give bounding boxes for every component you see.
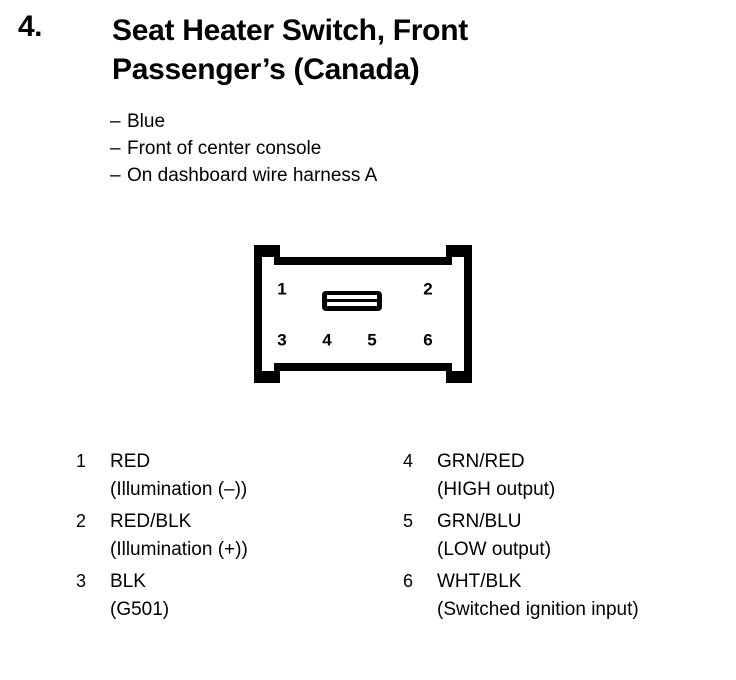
legend-wire-color: RED/BLK xyxy=(110,511,192,532)
note-item-label: Blue xyxy=(127,111,166,132)
legend-wire-color: RED xyxy=(110,451,151,472)
connector-outline xyxy=(254,245,472,383)
note-item: – Blue xyxy=(110,108,610,135)
legend-entry-header: 5 GRN/BLU xyxy=(403,507,733,536)
pin-number-4: 4 xyxy=(322,330,332,349)
page-title: Seat Heater Switch, Front Passenger’s (C… xyxy=(112,11,672,89)
legend-wire-color: GRN/BLU xyxy=(437,511,522,532)
pin-number-5: 5 xyxy=(367,330,376,349)
latch-tab-body xyxy=(322,291,382,311)
legend-entry: 5 GRN/BLU (LOW output) xyxy=(403,507,733,564)
connector-cavity-3 xyxy=(263,319,301,362)
legend-pin-number: 2 xyxy=(76,511,87,531)
pin-legend-column-left: 1 RED (Illumination (–)) 2 RED/BLK (Illu… xyxy=(76,447,396,627)
dash-icon: – xyxy=(110,165,121,186)
legend-entry-header: 2 RED/BLK xyxy=(76,507,396,536)
connector-svg: 1 2 3 4 5 6 xyxy=(254,245,472,383)
pin-number-6: 6 xyxy=(423,330,432,349)
notes-list: – Blue – Front of center console – On da… xyxy=(110,108,610,189)
pin-number-3: 3 xyxy=(277,330,286,349)
connector-cavity-4 xyxy=(308,319,346,362)
note-item: – Front of center console xyxy=(110,135,610,162)
legend-entry-function: (HIGH output) xyxy=(403,476,733,504)
note-item: – On dashboard wire harness A xyxy=(110,162,610,189)
legend-entry-header: 6 WHT/BLK xyxy=(403,567,733,596)
page-title-line-1: Seat Heater Switch, Front xyxy=(112,14,468,47)
legend-pin-number: 6 xyxy=(403,571,414,591)
dash-icon: – xyxy=(110,111,121,132)
item-number: 4. xyxy=(18,10,43,43)
legend-function-label: (HIGH output) xyxy=(437,479,556,500)
legend-entry-function: (Illumination (–)) xyxy=(76,476,396,504)
note-item-label: On dashboard wire harness A xyxy=(127,165,378,186)
connector-cavity-2 xyxy=(409,266,447,312)
legend-entry: 3 BLK (G501) xyxy=(76,567,396,624)
connector-cavity-1 xyxy=(263,266,301,312)
connector-cavity-5 xyxy=(353,319,391,362)
legend-pin-number: 4 xyxy=(403,451,414,471)
legend-entry-function: (Switched ignition input) xyxy=(403,596,733,624)
legend-entry: 4 GRN/RED (HIGH output) xyxy=(403,447,733,504)
note-item-label: Front of center console xyxy=(127,138,322,159)
legend-entry-function: (LOW output) xyxy=(403,536,733,564)
connector-latch-tab xyxy=(322,291,382,311)
legend-function-label: (G501) xyxy=(110,599,170,620)
legend-entry-header: 4 GRN/RED xyxy=(403,447,733,476)
legend-entry-function: (Illumination (+)) xyxy=(76,536,396,564)
pin-number-2: 2 xyxy=(423,279,432,298)
latch-tab-slot-lower xyxy=(327,302,377,306)
legend-function-label: (LOW output) xyxy=(437,539,552,560)
pin-number-1: 1 xyxy=(277,279,286,298)
legend-function-label: (Illumination (+)) xyxy=(110,539,248,560)
legend-entry-function: (G501) xyxy=(76,596,396,624)
connector-row-bottom xyxy=(263,319,447,362)
legend-function-label: (Switched ignition input) xyxy=(437,599,639,620)
page-title-line-2: Passenger’s (Canada) xyxy=(112,53,420,86)
latch-tab-slot-upper xyxy=(327,295,377,299)
connector-cavity-6 xyxy=(409,319,447,362)
legend-pin-number: 5 xyxy=(403,511,414,531)
pin-legend-column-right: 4 GRN/RED (HIGH output) 5 GRN/BLU (LOW o… xyxy=(403,447,733,627)
legend-pin-number: 3 xyxy=(76,571,87,591)
connector-diagram: 1 2 3 4 5 6 xyxy=(248,238,478,390)
legend-wire-color: BLK xyxy=(110,571,146,592)
legend-entry: 2 RED/BLK (Illumination (+)) xyxy=(76,507,396,564)
legend-entry-header: 3 BLK xyxy=(76,567,396,596)
legend-pin-number: 1 xyxy=(76,451,87,471)
pin-legend: 1 RED (Illumination (–)) 2 RED/BLK (Illu… xyxy=(0,447,736,627)
legend-entry: 1 RED (Illumination (–)) xyxy=(76,447,396,504)
legend-function-label: (Illumination (–)) xyxy=(110,479,248,500)
legend-wire-color: WHT/BLK xyxy=(437,571,522,592)
dash-icon: – xyxy=(110,138,121,159)
legend-entry: 6 WHT/BLK (Switched ignition input) xyxy=(403,567,733,624)
connector-row-top xyxy=(263,266,447,312)
legend-entry-header: 1 RED xyxy=(76,447,396,476)
legend-wire-color: GRN/RED xyxy=(437,451,525,472)
